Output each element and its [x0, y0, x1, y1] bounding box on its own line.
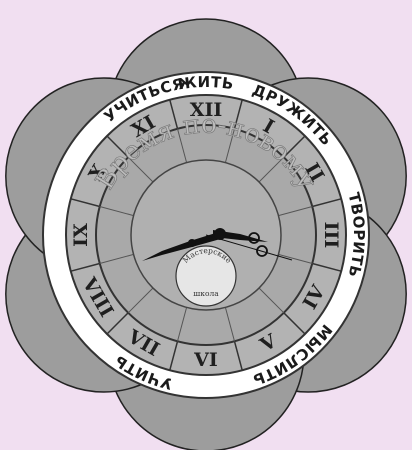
- numeral-iii: III: [320, 222, 342, 249]
- numeral-vi: VI: [193, 349, 218, 371]
- hour-hand-bulb: [188, 239, 196, 247]
- outer-word-1: ЖИТЬ: [177, 73, 235, 93]
- center-text-bottom: школа: [193, 289, 219, 298]
- hands-pivot: [214, 228, 226, 240]
- numeral-ix: IX: [70, 223, 92, 247]
